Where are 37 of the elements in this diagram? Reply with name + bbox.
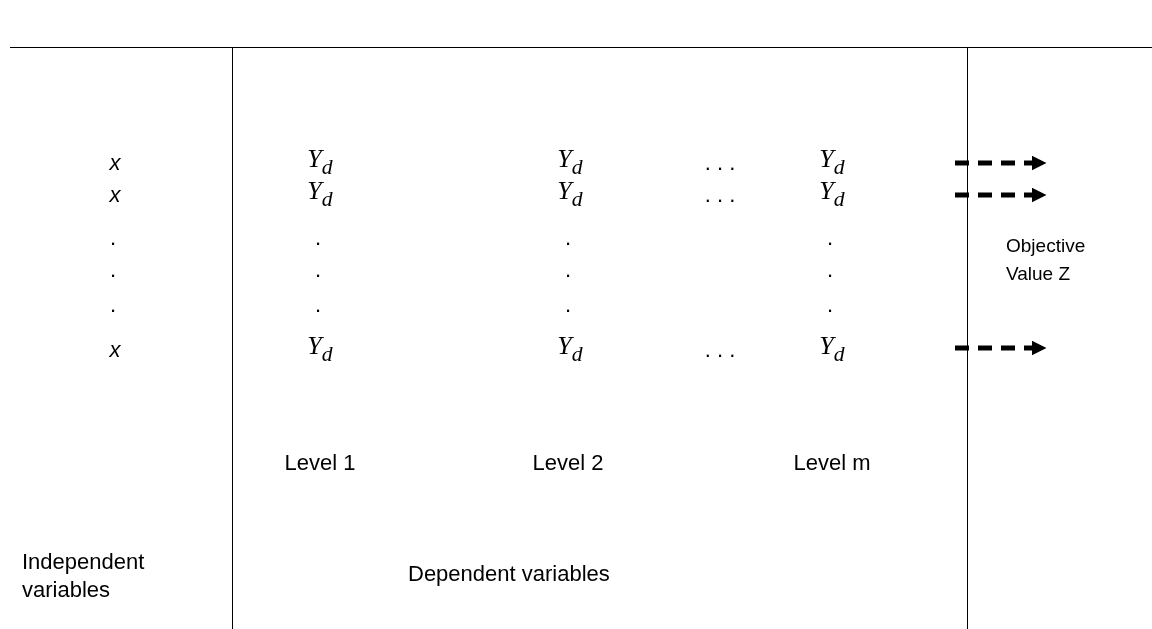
variable-symbol: Y$_{d}$ xyxy=(819,146,845,180)
variable-symbol: Y$_{d}$ xyxy=(557,146,583,180)
ellipsis: . xyxy=(109,225,117,251)
ellipsis: . xyxy=(109,292,117,318)
ellipsis: . xyxy=(314,225,322,251)
variable-symbol: x xyxy=(109,182,121,208)
variable-symbol: Y$_{d}$ xyxy=(307,178,333,212)
column-heading: Objective Value Z xyxy=(1006,234,1087,286)
variable-symbol: Y$_{d}$ xyxy=(819,333,845,367)
ellipsis: . xyxy=(564,292,572,318)
dashed-arrow xyxy=(955,340,1047,356)
ellipsis: . xyxy=(314,292,322,318)
variable-symbol: Y$_{d}$ xyxy=(819,178,845,212)
level-label: Level m xyxy=(793,450,871,476)
ellipsis: . xyxy=(564,225,572,251)
variable-symbol: x xyxy=(109,150,121,176)
variable-symbol: x xyxy=(109,337,121,363)
variable-symbol: Y$_{d}$ xyxy=(557,178,583,212)
ellipsis: . xyxy=(826,257,834,283)
ellipsis: . . . xyxy=(704,182,736,208)
ellipsis: . xyxy=(109,257,117,283)
table-column xyxy=(232,48,968,629)
column-heading: Independent variables xyxy=(22,548,146,604)
ellipsis: . . . xyxy=(704,337,736,363)
level-label: Level 1 xyxy=(284,450,356,476)
variable-symbol: Y$_{d}$ xyxy=(307,333,333,367)
variable-symbol: Y$_{d}$ xyxy=(557,333,583,367)
dashed-arrow xyxy=(955,187,1047,203)
variable-symbol: Y$_{d}$ xyxy=(307,146,333,180)
ellipsis: . xyxy=(564,257,572,283)
ellipsis: . xyxy=(826,225,834,251)
level-label: Level 2 xyxy=(532,450,604,476)
ellipsis: . . . xyxy=(704,150,736,176)
ellipsis: . xyxy=(314,257,322,283)
column-heading: Dependent variables xyxy=(408,560,611,588)
ellipsis: . xyxy=(826,292,834,318)
dashed-arrow xyxy=(955,155,1047,171)
